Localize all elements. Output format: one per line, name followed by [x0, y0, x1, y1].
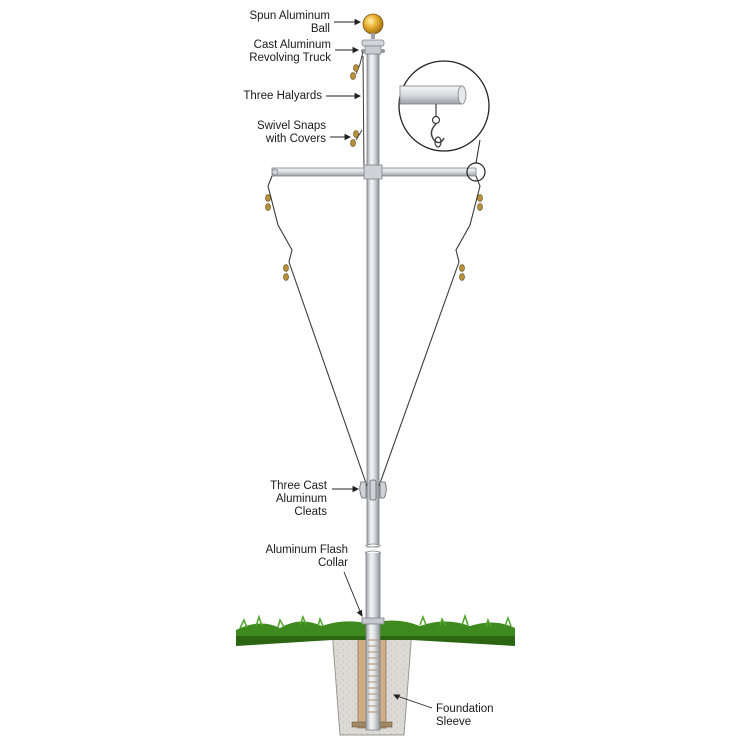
left-snaps: [265, 194, 289, 281]
label-line: Aluminum Flash: [265, 544, 348, 556]
label-line: Cleats: [294, 506, 327, 518]
left-halyard: [267, 175, 368, 487]
right-snaps: [459, 194, 483, 281]
right-halyard: [378, 175, 481, 487]
label-line: Collar: [317, 557, 348, 569]
label-revolving-truck: Cast Aluminum Revolving Truck: [200, 39, 331, 65]
label-cast-aluminum-cleats: Three Cast Aluminum Cleats: [200, 480, 327, 519]
label-line: Aluminum: [275, 493, 327, 505]
yardarm: [271, 162, 486, 182]
label-line: Ball: [310, 23, 330, 35]
cleats: [359, 479, 387, 501]
label-line: Swivel Snaps: [256, 120, 326, 132]
label-line: Spun Aluminum: [249, 10, 330, 22]
label-line: Foundation: [436, 703, 494, 715]
ball-stem: [371, 33, 375, 39]
revolving-truck: [361, 39, 385, 55]
label-line: Three Cast: [270, 480, 327, 492]
ball-finial-icon: [362, 13, 384, 35]
label-line: with Covers: [265, 133, 326, 145]
label-line: Three Halyards: [243, 90, 322, 102]
label-flash-collar: Aluminum Flash Collar: [200, 544, 348, 570]
detail-inset: [398, 60, 490, 164]
label-foundation-sleeve: Foundation Sleeve: [436, 703, 536, 729]
leader-lines: [326, 18, 433, 709]
label-swivel-snaps: Swivel Snaps with Covers: [200, 120, 326, 146]
label-line: Revolving Truck: [249, 52, 331, 64]
label-three-halyards: Three Halyards: [200, 90, 322, 103]
main-pole: [364, 51, 382, 731]
label-line: Sleeve: [436, 716, 472, 728]
swivel-snaps-top: [350, 64, 359, 147]
label-spun-aluminum-ball: Spun Aluminum Ball: [200, 10, 330, 36]
flash-collar: [361, 617, 385, 625]
label-line: Cast Aluminum: [253, 39, 331, 51]
